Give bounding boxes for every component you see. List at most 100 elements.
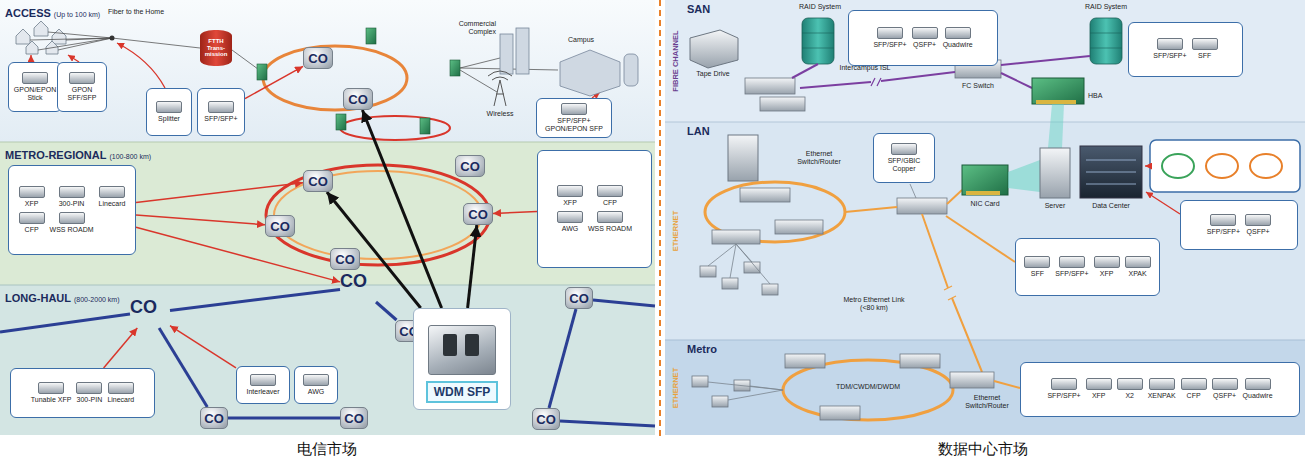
band-range: (800-2000 km): [74, 296, 120, 303]
connector-arrow: [376, 302, 397, 320]
text-label: Campus: [568, 36, 608, 44]
central-office: CO: [340, 407, 368, 429]
product-item: SFP/SFP+: [1153, 38, 1186, 60]
co-label: CO: [340, 272, 378, 290]
text-label: Tape Drive: [685, 70, 741, 78]
product-item: QSFP+: [1245, 214, 1271, 236]
product-box: XFP300-PINLinecardCFPWSS ROADM: [8, 165, 136, 255]
module-icon: [99, 186, 125, 198]
module-icon: [945, 27, 971, 39]
panel-caption: 数据中心市场: [883, 441, 1083, 458]
connector-arrow: [104, 328, 138, 368]
central-office: CO: [463, 203, 493, 225]
module-icon: [877, 27, 903, 39]
product-label: SFP/SFP+: [873, 41, 906, 49]
text-label: Fiber to the Home: [108, 8, 188, 16]
product-item: GPON SFF/SFP: [62, 72, 102, 102]
connector-arrow: [362, 110, 441, 308]
band-name: LONG-HAUL: [5, 292, 71, 304]
text-label: Wireless: [480, 110, 520, 118]
text-label: RAID System: [794, 3, 846, 11]
module-icon: [1125, 256, 1151, 268]
product-label: CFP: [603, 199, 617, 207]
product-box: SFP/GBIC Copper: [873, 133, 935, 183]
band-region: MetroETHERNETSFP/SFP+XFPX2XENPAKCFPQSFP+…: [665, 340, 1305, 435]
panel-caption: 电信市场: [227, 441, 427, 458]
product-item: SFF: [1192, 38, 1218, 60]
module-icon: [69, 72, 95, 84]
product-item: QSFP+: [912, 27, 938, 49]
product-label: Linecard: [99, 200, 126, 208]
product-item: WSS ROADM: [50, 212, 94, 234]
product-label: CFP: [1187, 392, 1201, 400]
module-icon: [1181, 378, 1207, 390]
product-label: XFP: [1092, 392, 1106, 400]
product-item: SFP/SFP+: [204, 101, 237, 123]
module-icon: [1086, 378, 1112, 390]
product-label: WSS ROADM: [588, 225, 632, 233]
product-label: XFP: [563, 199, 577, 207]
side-label: FIBRE CHANNEL: [671, 30, 680, 91]
product-box: SFP/SFP+ GPON/EPON SFP: [536, 98, 612, 138]
module-icon: [19, 186, 45, 198]
band-name: SAN: [687, 3, 710, 15]
sfp-module-picture: [428, 325, 496, 375]
connector-arrow: [228, 417, 340, 420]
module-icon: [597, 185, 623, 197]
product-label: AWG: [308, 388, 324, 396]
band-name: LAN: [687, 125, 710, 137]
module-icon: [38, 382, 64, 394]
co-label: CO: [344, 412, 364, 425]
product-item: SFP/SFP+: [1207, 214, 1240, 236]
text-label: HBA: [1088, 92, 1112, 100]
product-item: SFP/GBIC Copper: [878, 143, 930, 173]
band-region: SANFIBRE CHANNELSFP/SFP+QSFP+QuadwireSFP…: [665, 0, 1305, 122]
band-name: ACCESS: [5, 7, 51, 19]
product-item: XFP: [1086, 378, 1112, 400]
connector-arrow: [493, 212, 537, 214]
product-item: SFP/SFP+: [1055, 256, 1088, 278]
product-grid: SFP/SFP+ QSFP+: [1207, 214, 1271, 236]
co-label: CO: [460, 160, 480, 173]
side-label: ETHERNET: [671, 211, 680, 251]
module-icon: [22, 72, 48, 84]
product-box: Tunable XFP300-PINLinecard: [10, 368, 155, 418]
product-item: XFP: [557, 185, 583, 207]
product-item: CFP: [19, 212, 45, 234]
product-item: Interleaver: [246, 374, 279, 396]
product-label: QSFP+: [1247, 228, 1270, 236]
product-label: SFP/GBIC Copper: [878, 157, 930, 173]
product-grid: SFP/GBIC Copper: [878, 143, 930, 173]
product-box: SFP/SFP+ QSFP+: [1180, 200, 1298, 250]
product-grid: GPON/EPON Stick: [13, 72, 57, 102]
product-label: XENPAK: [1148, 392, 1176, 400]
product-item: XFP: [19, 186, 45, 208]
product-grid: SFFSFP/SFP+XFPXPAK: [1024, 256, 1150, 278]
product-box: SFP/SFP+QSFP+Quadwire: [848, 10, 998, 66]
product-item: QSFP+: [1212, 378, 1238, 400]
wdm-sfp-box: WDM SFP: [413, 308, 511, 410]
product-label: SFP/SFP+: [1207, 228, 1240, 236]
module-icon: [208, 101, 234, 113]
product-grid: GPON SFF/SFP: [62, 72, 102, 102]
product-box: XFPCFPAWGWSS ROADM: [537, 150, 652, 268]
co-label: CO: [536, 413, 556, 426]
band-region: LAN ETHERNET SFP/GBIC CopperSFFSFP/SFP+XFP…: [665, 122, 1305, 340]
band-title: LONG-HAUL(800-2000 km): [5, 288, 120, 306]
product-item: GPON/EPON Stick: [13, 72, 57, 102]
band-region: LONG-HAUL(800-2000 km)COCOCOCOCOCOCOInte…: [0, 285, 655, 435]
product-label: Quadwire: [1243, 392, 1273, 400]
product-label: Splitter: [158, 115, 180, 123]
product-item: Linecard: [107, 382, 134, 404]
module-icon: [912, 27, 938, 39]
module-icon: [59, 212, 85, 224]
module-icon: [1212, 378, 1238, 390]
product-item: WSS ROADM: [588, 211, 632, 233]
product-item: 300-PIN: [76, 382, 102, 404]
central-office: CO: [303, 47, 333, 69]
product-grid: AWG: [303, 374, 329, 396]
product-label: GPON SFF/SFP: [62, 86, 102, 102]
product-item: CFP: [1181, 378, 1207, 400]
product-item: SFP/SFP+ GPON/EPON SFP: [541, 103, 607, 133]
co-label: CO: [569, 292, 589, 305]
